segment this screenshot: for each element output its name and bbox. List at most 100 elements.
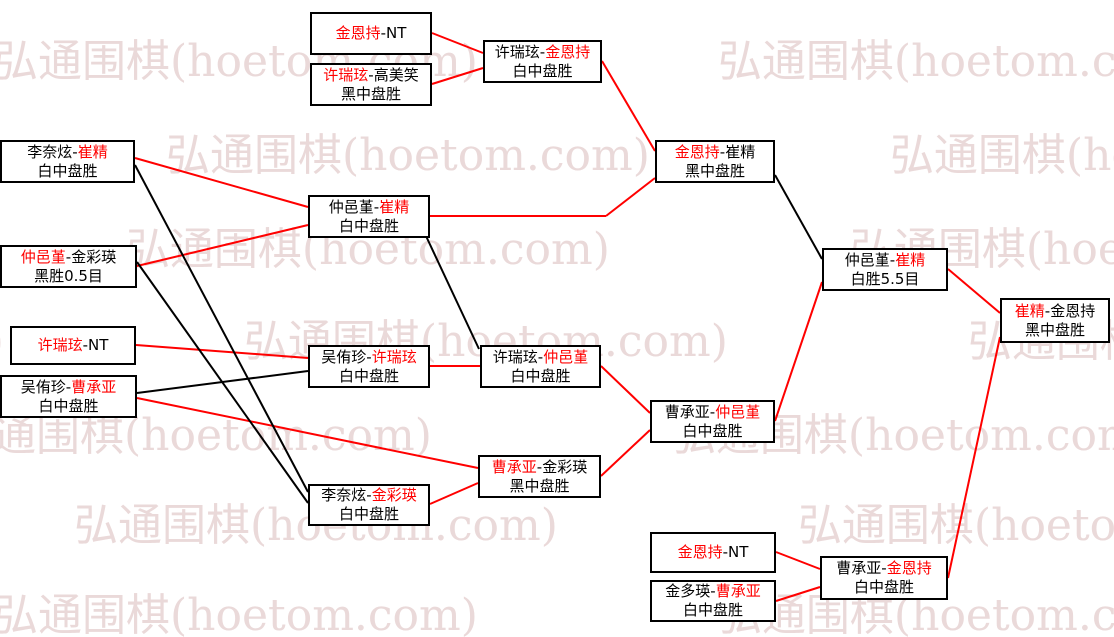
match-box-kim-da-vs-cho: 金多瑛-曹承亚白中盘胜	[650, 580, 776, 622]
match-players: 崔精-金恩持	[1015, 302, 1095, 321]
match-result: 白中盘胜	[512, 61, 573, 80]
match-players: 仲邑堇-崔精	[845, 251, 925, 270]
match-box-cho-vs-nakamura: 曹承亚-仲邑堇白中盘胜	[650, 400, 775, 443]
match-players: 吴侑珍-曹承亚	[21, 378, 116, 397]
player-name: 许瑞玹-	[492, 347, 544, 366]
player-name: 吴侑珍-	[20, 377, 72, 396]
winner-name: 许瑞玹	[323, 65, 369, 84]
match-players: 李奈炫-金彩瑛	[321, 486, 416, 505]
winner-name: 许瑞玹	[371, 347, 417, 366]
winner-advance-line	[947, 268, 1001, 314]
match-players: 仲邑堇-崔精	[329, 198, 409, 217]
loser-drop-line	[425, 235, 480, 350]
winner-name: 曹承亚	[491, 457, 537, 476]
player-name: 吴侑珍-	[321, 347, 372, 366]
winner-name: 崔精	[1014, 301, 1045, 320]
winner-name: 仲邑堇	[715, 402, 761, 421]
player-name: -金彩瑛	[65, 247, 117, 266]
match-players: 金恩持-NT	[678, 543, 749, 562]
winner-name: 金恩持	[545, 42, 591, 61]
winner-name: 崔精	[77, 142, 108, 161]
player-name: -NT	[722, 543, 749, 561]
player-name: 李奈炫-	[27, 142, 78, 161]
match-box-nakamura-vs-kim-chae: 仲邑堇-金彩瑛黑胜0.5目	[0, 245, 137, 288]
player-name: 金多瑛-	[665, 582, 716, 600]
player-name: -NT	[82, 336, 109, 354]
match-box-oh-vs-heo: 吴侑珍-许瑞玹白中盘胜	[308, 345, 430, 388]
match-players: 金恩持-NT	[336, 24, 407, 43]
match-players: 金多瑛-曹承亚	[665, 582, 760, 601]
match-players: 金恩持-崔精	[675, 143, 755, 162]
winner-advance-line	[429, 482, 479, 505]
match-result: 黑中盘胜	[1024, 320, 1085, 339]
loser-drop-line	[136, 370, 309, 394]
player-name: 曹承亚-	[664, 402, 716, 421]
match-result: 黑中盘胜	[684, 161, 745, 180]
match-players: 仲邑堇-金彩瑛	[21, 248, 116, 267]
match-box-cho-vs-kim-eunji: 曹承亚-金恩持白中盘胜	[820, 556, 948, 600]
winner-name: 仲邑堇	[543, 347, 589, 366]
match-result: 白胜5.5目	[850, 269, 920, 288]
match-result: 白中盘胜	[682, 601, 743, 619]
match-result: 黑中盘胜	[509, 476, 570, 495]
match-result: 黑胜0.5目	[34, 266, 103, 285]
match-box-choi-vs-kim-final: 崔精-金恩持黑中盘胜	[1000, 298, 1110, 343]
winner-advance-line	[775, 551, 821, 570]
winner-advance-line	[605, 177, 656, 217]
player-name: -NT	[380, 24, 407, 42]
winner-advance-line	[134, 157, 309, 208]
match-result: 白中盘胜	[338, 216, 399, 235]
player-name: 许瑞玹-	[494, 42, 546, 61]
winner-name: 崔精	[895, 250, 926, 269]
winner-name: 许瑞玹	[37, 336, 83, 354]
match-box-heo-vs-go: 许瑞玹-高美笑黑中盘胜	[310, 63, 432, 106]
match-box-cho-vs-kim-chae: 曹承亚-金彩瑛黑中盘胜	[478, 455, 601, 498]
match-box-nakamura-vs-choi-1: 仲邑堇-崔精白中盘胜	[308, 195, 430, 238]
winner-advance-line	[135, 344, 309, 359]
match-result: 白中盘胜	[682, 421, 743, 440]
match-box-heo-bye: 许瑞玹-NT	[10, 326, 136, 365]
player-name: 仲邑堇-	[328, 197, 380, 216]
match-result: 白中盘胜	[510, 366, 571, 385]
player-name: -崔精	[719, 142, 756, 161]
match-box-nakamura-vs-choi-2: 仲邑堇-崔精白胜5.5目	[822, 248, 948, 291]
match-result: 白中盘胜	[338, 505, 399, 523]
winner-name: 曹承亚	[71, 377, 117, 396]
winner-name: 曹承亚	[715, 582, 761, 600]
loser-drop-line	[134, 164, 309, 493]
winner-name: 仲邑堇	[20, 247, 66, 266]
player-name: -金彩瑛	[536, 457, 588, 476]
player-name: 曹承亚-	[836, 559, 887, 577]
winner-advance-line	[601, 60, 656, 152]
winner-name: 金彩瑛	[371, 486, 417, 504]
winner-advance-line	[136, 397, 479, 469]
winner-advance-line	[431, 67, 484, 85]
winner-name: 金恩持	[674, 142, 720, 161]
winner-advance-line	[775, 586, 821, 602]
winner-name: 金恩持	[886, 559, 932, 577]
winner-name: 金恩持	[335, 24, 381, 42]
loser-drop-line	[774, 174, 823, 260]
winner-advance-line	[600, 365, 651, 414]
match-result: 黑中盘胜	[340, 84, 401, 103]
match-result: 白中盘胜	[38, 396, 99, 415]
player-name: -高美笑	[368, 65, 419, 84]
winner-advance-line	[431, 32, 484, 54]
match-players: 曹承亚-仲邑堇	[665, 403, 760, 422]
player-name: -金恩持	[1044, 301, 1096, 320]
match-box-kim-eunji-bye-top: 金恩持-NT	[310, 12, 432, 55]
winner-advance-line	[136, 224, 309, 267]
winner-name: 金恩持	[677, 543, 723, 561]
match-box-kim-eunji-bye-bottom: 金恩持-NT	[650, 532, 776, 573]
match-players: 李奈炫-崔精	[27, 143, 107, 162]
player-name: 李奈炫-	[321, 486, 372, 504]
match-players: 曹承亚-金彩瑛	[492, 458, 587, 477]
match-box-oh-vs-cho: 吴侑珍-曹承亚白中盘胜	[0, 375, 137, 418]
match-players: 许瑞玹-仲邑堇	[493, 348, 588, 367]
match-result: 白中盘胜	[37, 161, 98, 180]
match-box-li-vs-kim-chae: 李奈炫-金彩瑛白中盘胜	[308, 484, 430, 526]
match-players: 许瑞玹-金恩持	[495, 43, 590, 62]
winner-advance-line	[600, 429, 651, 477]
